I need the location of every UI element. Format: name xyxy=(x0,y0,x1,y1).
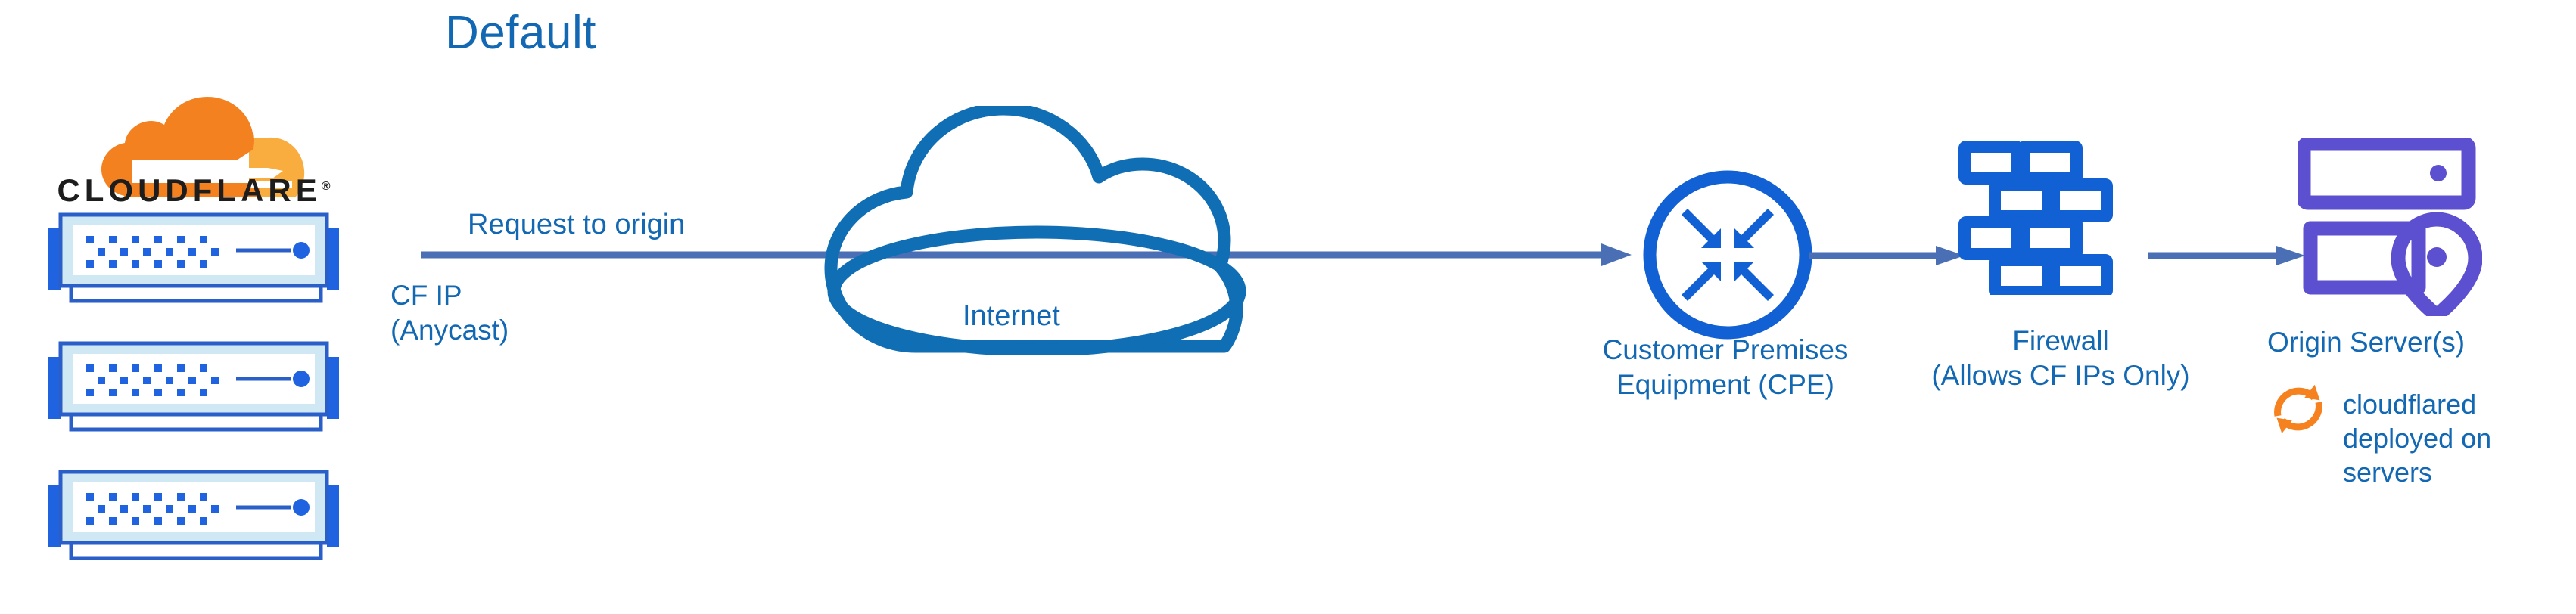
registered-mark: ® xyxy=(321,180,331,193)
sync-refresh-icon xyxy=(2267,378,2329,440)
arrow-edge-to-cpe xyxy=(421,242,1632,268)
server-rack-icon xyxy=(30,210,356,309)
firewall-label: Firewall (Allows CF IPs Only) xyxy=(1931,325,2190,391)
arrow-cpe-to-firewall xyxy=(1809,245,1965,266)
cloudflare-logo-icon xyxy=(39,97,350,203)
router-icon xyxy=(1641,168,1815,342)
request-to-origin-label: Request to origin xyxy=(468,209,686,240)
cloudflare-wordmark-text: CLOUDFLARE xyxy=(57,172,322,208)
cloudflared-note-label: cloudflared deployed on servers xyxy=(2343,389,2492,488)
page-title: Default xyxy=(445,7,596,59)
origin-server-icon xyxy=(2296,136,2483,323)
arrow-firewall-to-origin xyxy=(2148,245,2305,266)
origin-server-label: Origin Server(s) xyxy=(2267,327,2466,358)
internet-cloud-icon xyxy=(810,102,1256,357)
cf-ip-anycast-label: CF IP (Anycast) xyxy=(390,280,509,346)
cpe-label: Customer Premises Equipment (CPE) xyxy=(1602,334,1849,400)
server-rack-icon xyxy=(30,467,356,566)
firewall-brick-icon xyxy=(1958,141,2113,298)
cloudflare-wordmark: CLOUDFLARE® xyxy=(42,172,345,208)
internet-label: Internet xyxy=(963,300,1060,332)
server-rack-icon xyxy=(30,339,356,437)
